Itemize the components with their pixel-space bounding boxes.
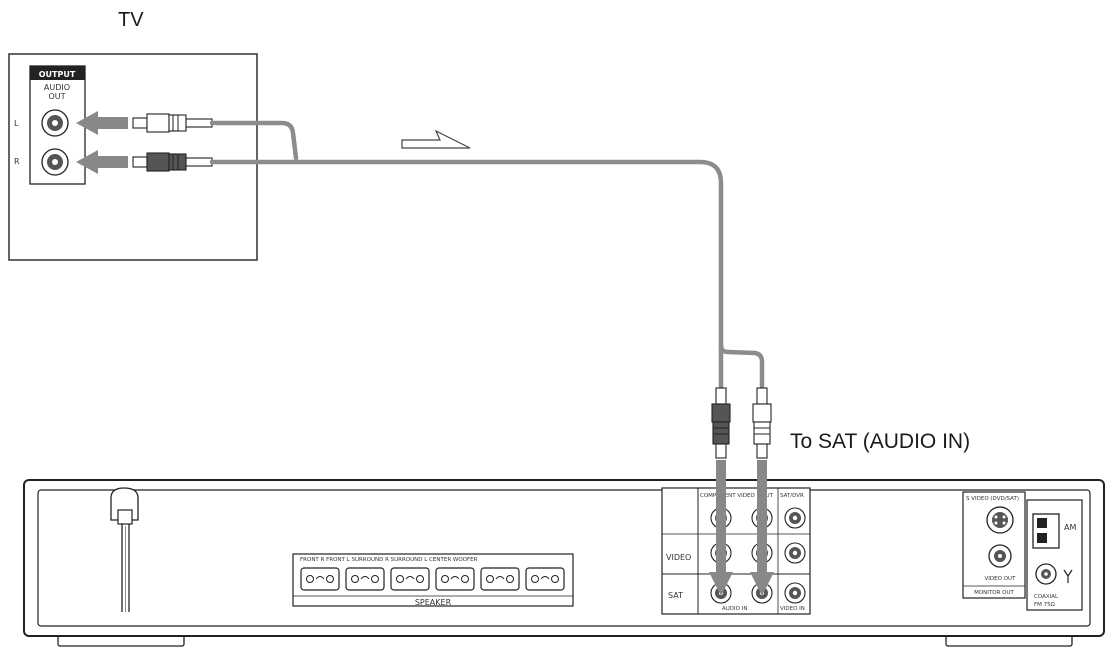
audio-cable: [209, 120, 765, 393]
component-video-header: COMPONENT VIDEO INPUT: [700, 493, 774, 499]
rca-plug-red-tv: [132, 152, 213, 172]
antenna-panel: AM COAXIAL FM 75Ω: [1026, 499, 1083, 611]
signal-flow-arrow: [401, 129, 471, 149]
antenna-icon: [1063, 569, 1073, 583]
tv-right-channel-label: R: [14, 157, 20, 166]
rca-plug-white-receiver: [752, 387, 772, 459]
arrow-down-l: [709, 460, 733, 596]
rca-plug-white-tv: [132, 113, 213, 133]
am-label: AM: [1064, 523, 1076, 532]
rca-plug-red-receiver: [711, 387, 731, 459]
tv-audio-out-r-jack: [41, 148, 69, 176]
sat-dvr-header: SAT/DVR: [780, 493, 804, 499]
video-video-in-jack: [784, 542, 806, 564]
sat-video-in-jack: [784, 582, 806, 604]
speaker-terminal-block: [480, 567, 520, 591]
power-cord: [110, 487, 139, 612]
monitor-out-label: MONITOR OUT: [974, 590, 1014, 596]
speaker-terminal-block: [525, 567, 565, 591]
sat-video-in-label: VIDEO IN: [780, 606, 805, 612]
fm-label: FM 75Ω: [1034, 602, 1055, 608]
tv-audio-out-l-jack: [41, 109, 69, 137]
speaker-header-label: FRONT R FRONT L SURROUND R SURROUND L CE…: [300, 557, 478, 563]
speaker-terminal-block: [345, 567, 385, 591]
arrow-left-r: [76, 150, 128, 174]
tv-label: TV: [118, 9, 144, 31]
tv-output-header-bg: [30, 66, 85, 80]
receiver-unit: FRONT R FRONT L SURROUND R SURROUND L CE…: [23, 460, 1105, 647]
arrow-left-l: [76, 111, 128, 135]
arrow-down-r: [750, 460, 774, 596]
cable-wire-bundle: [209, 159, 765, 393]
speaker-terminal-block: [435, 567, 475, 591]
speaker-terminals: FRONT R FRONT L SURROUND R SURROUND L CE…: [292, 553, 574, 607]
to-sat-label: To SAT (AUDIO IN): [790, 430, 970, 453]
monitor-out-panel: S VIDEO (DVD/SAT) VIDEO OUT MONITOR OUT: [962, 491, 1026, 599]
speaker-terminal-block: [390, 567, 430, 591]
input-jack-panel: COMPONENT VIDEO INPUT SAT/DVR VIDEO SAT …: [661, 487, 811, 615]
tv-box: OUTPUT AUDIO OUT L R: [8, 53, 258, 261]
insert-arrows-receiver: [709, 460, 774, 596]
tv-out-label: OUT: [48, 92, 65, 101]
speaker-terminal-block: [300, 567, 340, 591]
row-sat-label: SAT: [668, 591, 683, 600]
sat-dvr-jack: [784, 507, 806, 529]
tv-output-header: OUTPUT: [39, 70, 76, 79]
video-out-label: VIDEO OUT: [985, 576, 1017, 582]
tv-audio-label: AUDIO: [44, 83, 70, 92]
sat-audio-in-label: AUDIO IN: [722, 606, 747, 612]
tv-left-channel-label: L: [14, 119, 19, 128]
row-video-label: VIDEO: [666, 553, 691, 562]
insert-arrows-tv: [76, 111, 128, 174]
s-video-label: S VIDEO (DVD/SAT): [966, 496, 1019, 502]
speaker-label: SPEAKER: [415, 598, 452, 607]
cable-wire-l: [209, 120, 299, 161]
coaxial-label: COAXIAL: [1034, 594, 1059, 600]
